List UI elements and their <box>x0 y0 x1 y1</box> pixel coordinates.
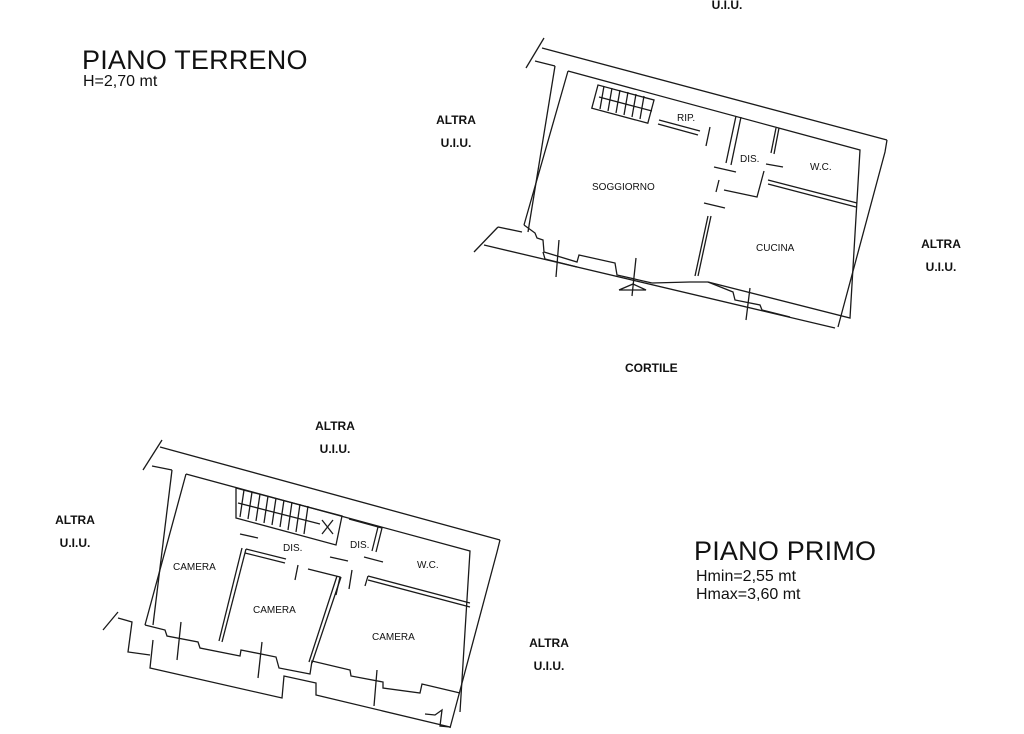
neighbor-label-line2: U.I.U. <box>319 442 351 456</box>
first-floor-height-min: Hmin=2,55 mt <box>696 568 797 585</box>
neighbor-label-ground-left: ALTRA U.I.U. <box>411 109 501 155</box>
neighbor-label-first-top: ALTRA U.I.U. <box>290 415 380 461</box>
room-label-dis-2: DIS. <box>350 540 369 551</box>
neighbor-label-line2: U.I.U. <box>925 260 957 274</box>
room-label-dis: DIS. <box>740 154 759 165</box>
room-label-camera-1: CAMERA <box>173 562 216 573</box>
neighbor-label-line1: ALTRA <box>55 513 95 527</box>
ground-floor-plan <box>473 37 888 329</box>
neighbor-label-line1: ALTRA <box>436 113 476 127</box>
ground-floor-height: H=2,70 mt <box>83 73 158 90</box>
neighbor-label-first-left: ALTRA U.I.U. <box>30 509 120 555</box>
neighbor-label-first-right: ALTRA U.I.U. <box>504 632 594 678</box>
neighbor-label-line1: ALTRA <box>315 419 355 433</box>
courtyard-label: CORTILE <box>625 361 678 375</box>
room-label-rip: RIP. <box>677 113 695 124</box>
neighbor-label-line2: U.I.U. <box>59 536 91 550</box>
first-floor-room-labels: DIS. DIS. W.C. CAMERA CAMERA CAMERA <box>173 540 439 643</box>
neighbor-label-line1: ALTRA <box>529 636 569 650</box>
neighbor-label-line2: U.I.U. <box>711 0 743 12</box>
room-label-wc: W.C. <box>810 162 832 173</box>
neighbor-label-top: U.I.U. <box>682 0 772 17</box>
neighbor-label-line2: U.I.U. <box>533 659 565 673</box>
room-label-wc: W.C. <box>417 560 439 571</box>
first-floor-title: PIANO PRIMO <box>694 536 877 566</box>
neighbor-label-line1: ALTRA <box>921 237 961 251</box>
neighbor-label-ground-right: ALTRA U.I.U. <box>896 233 986 279</box>
room-label-camera-2: CAMERA <box>253 605 296 616</box>
room-label-soggiorno: SOGGIORNO <box>592 182 655 193</box>
room-label-cucina: CUCINA <box>756 243 795 254</box>
ground-floor-title: PIANO TERRENO <box>82 45 308 75</box>
ground-floor-room-labels: RIP. DIS. W.C. SOGGIORNO CUCINA <box>592 113 832 254</box>
neighbor-label-line2: U.I.U. <box>440 136 472 150</box>
room-label-camera-3: CAMERA <box>372 632 415 643</box>
room-label-dis-1: DIS. <box>283 543 302 554</box>
first-floor-height-max: Hmax=3,60 mt <box>696 586 801 603</box>
first-floor-plan <box>102 439 501 729</box>
